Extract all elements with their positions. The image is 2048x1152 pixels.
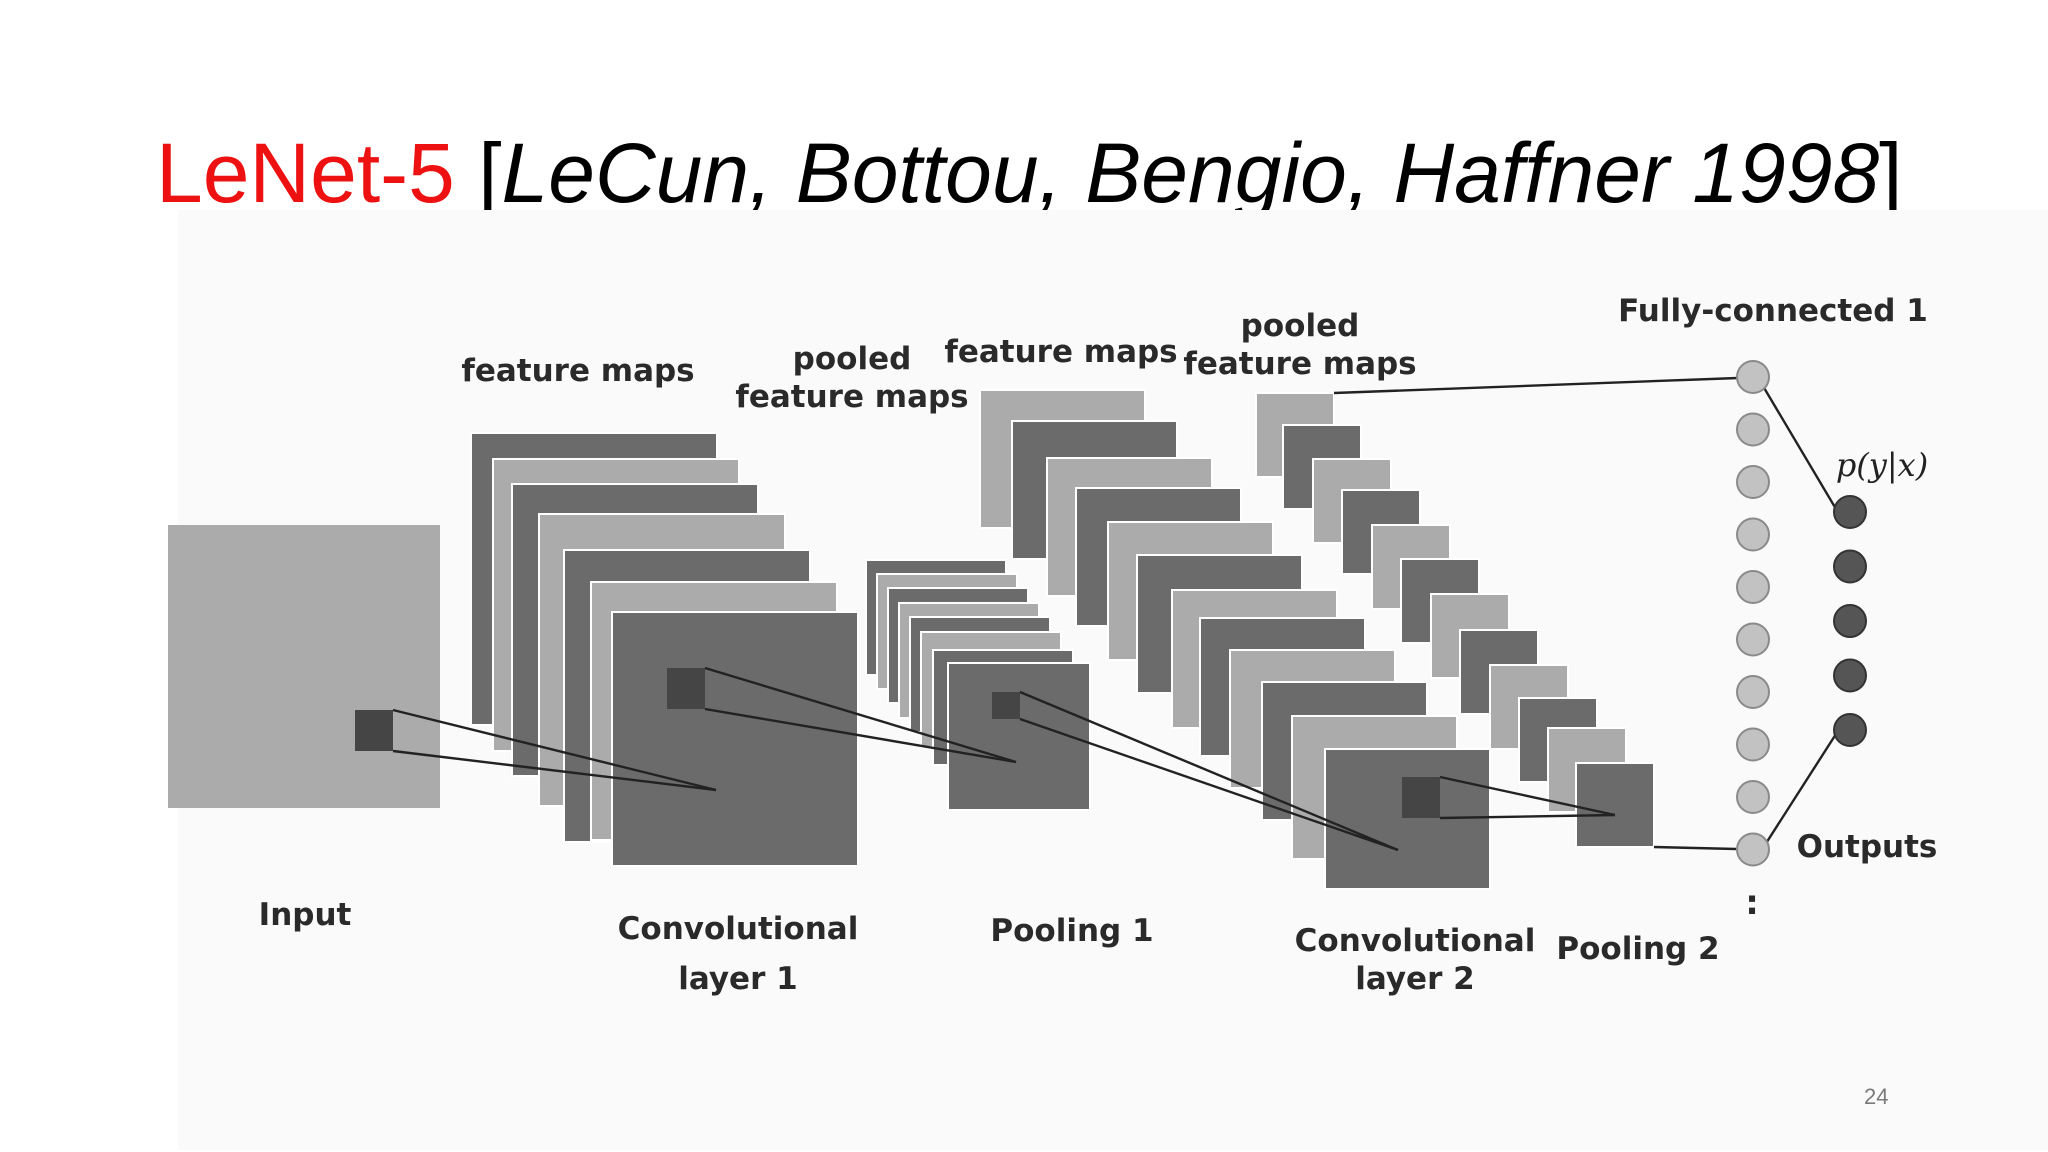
projection-line <box>1019 717 1399 852</box>
title-citation: LeCun, Bottou, Bengio, Haffner 1998 <box>501 126 1880 220</box>
fc-connections <box>1333 376 1838 851</box>
conv2-feature-map-stack <box>979 389 1491 890</box>
conv2-map <box>1324 748 1491 890</box>
label-pooling-1: Pooling 1 <box>990 912 1153 950</box>
fc-connection-line <box>1758 380 1838 510</box>
label-conv-layer-1: Convolutional layer 1 <box>618 910 859 998</box>
label-text: pooled <box>792 341 912 377</box>
title-bracket-open: [ <box>478 126 502 220</box>
title-bracket-close: ] <box>1879 126 1903 220</box>
fc-connection-line <box>1653 845 1737 851</box>
output-nodes <box>1833 495 1867 747</box>
label-text: pooled <box>1240 308 1360 344</box>
conv1-feature-map-stack <box>470 432 859 867</box>
label-text: Convolutional <box>1294 923 1536 959</box>
fc-node <box>1736 675 1770 709</box>
label-feature-maps-2: feature maps <box>944 333 1177 371</box>
label-text: Convolutional <box>617 911 859 947</box>
label-text: Pooling 1 <box>990 913 1154 949</box>
fc-node <box>1736 465 1770 499</box>
label-pooled-feature-maps-2: pooled feature maps <box>1183 307 1416 383</box>
projection-line <box>1439 775 1616 817</box>
input-image <box>168 525 440 808</box>
fc-node <box>1736 622 1770 657</box>
fc-node <box>1736 412 1770 447</box>
projection-line <box>704 666 1017 764</box>
label-text: feature maps <box>461 353 695 389</box>
label-pooled-feature-maps-1: pooled feature maps <box>735 340 968 416</box>
output-node <box>1833 713 1867 747</box>
label-text: feature maps <box>735 379 969 415</box>
label-text: : <box>1745 883 1759 923</box>
pool2-feature-map-stack <box>1255 392 1655 848</box>
label-text: Outputs <box>1796 829 1938 865</box>
label-pooling-2: Pooling 2 <box>1556 930 1719 968</box>
output-node <box>1833 549 1867 584</box>
fc-node <box>1736 780 1770 814</box>
fc-connection-line <box>1333 376 1739 395</box>
input-receptive-field <box>355 710 393 751</box>
label-text: p(y|x) <box>1835 446 1929 484</box>
conv1-receptive-field <box>667 668 705 709</box>
pool1-receptive-field <box>992 692 1020 719</box>
fully-connected-nodes <box>1736 360 1770 867</box>
label-text: Fully-connected 1 <box>1618 293 1928 329</box>
label-text: feature maps <box>1183 346 1417 382</box>
label-text: layer 2 <box>1355 961 1475 997</box>
label-conv-layer-2: Convolutional layer 2 <box>1295 922 1536 998</box>
fc-node <box>1736 832 1770 867</box>
page-number: 24 <box>1864 1084 1889 1109</box>
title-model-name: LeNet-5 <box>156 126 455 220</box>
projection-line <box>392 708 717 792</box>
label-text: feature maps <box>944 334 1178 370</box>
fc-connection-line <box>1761 733 1838 849</box>
label-probability: p(y|x) <box>1836 446 1928 484</box>
projection-lines <box>392 666 1616 852</box>
output-node <box>1833 658 1867 693</box>
output-node <box>1833 604 1867 638</box>
projection-line <box>1019 690 1399 852</box>
fc-node <box>1736 360 1770 394</box>
conv1-map <box>611 611 859 867</box>
conv2-receptive-field <box>1402 777 1440 818</box>
pool2-map <box>1575 762 1655 848</box>
label-fully-connected: Fully-connected 1 <box>1618 292 1928 330</box>
fc-node <box>1736 570 1770 604</box>
fc-node <box>1736 727 1770 762</box>
label-outputs: Outputs <box>1797 828 1938 866</box>
pool1-feature-map-stack <box>865 559 1091 811</box>
label-text: Pooling 2 <box>1556 931 1720 967</box>
label-text: Input <box>258 897 352 933</box>
projection-line <box>704 707 1017 764</box>
pool1-map <box>947 662 1091 811</box>
projection-line <box>1439 813 1616 820</box>
label-input: Input <box>259 896 352 934</box>
output-node <box>1833 495 1867 529</box>
label-feature-maps-1: feature maps <box>461 352 694 390</box>
label-text: layer 1 <box>678 961 798 997</box>
fc-node <box>1736 517 1770 552</box>
label-ellipsis: : <box>1745 884 1759 922</box>
slide-title: LeNet-5 [LeCun, Bottou, Bengio, Haffner … <box>156 118 1903 228</box>
projection-line <box>392 749 717 792</box>
